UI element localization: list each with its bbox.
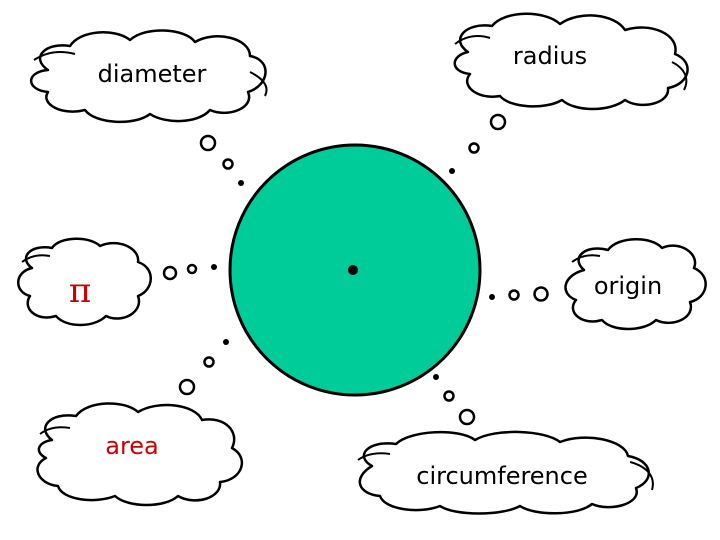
cloud-pi: π <box>17 237 152 327</box>
connector-radius <box>449 113 507 174</box>
connector-circumference <box>433 374 476 426</box>
connector-diameter <box>199 134 244 186</box>
label-origin: origin <box>594 272 662 300</box>
cloud-circumference: circumference <box>357 430 654 515</box>
cloud-radius: radius <box>453 12 689 111</box>
cloud-diameter: diameter <box>29 29 268 124</box>
connector-pi <box>162 263 217 281</box>
label-pi: π <box>69 271 91 311</box>
connector-origin <box>489 286 549 302</box>
label-radius: radius <box>513 42 587 70</box>
center-point <box>348 265 358 275</box>
cloud-area: area <box>36 402 244 507</box>
label-circumference: circumference <box>416 462 587 490</box>
connector-area <box>178 339 229 396</box>
label-diameter: diameter <box>98 60 207 88</box>
cloud-origin: origin <box>564 238 707 331</box>
label-area: area <box>105 432 159 460</box>
